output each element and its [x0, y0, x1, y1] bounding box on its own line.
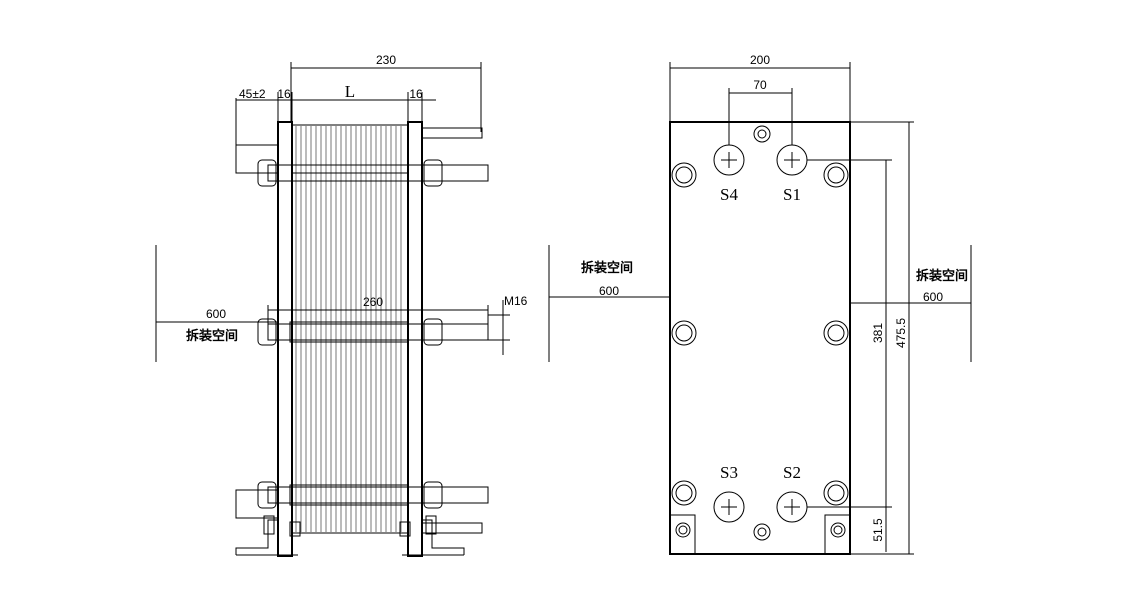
svg-text:S4: S4: [720, 185, 738, 204]
tie-bolt-bottom: [257, 481, 489, 509]
dim-m16: M16: [504, 294, 528, 308]
right-foot: [399, 515, 465, 556]
left-foot: [235, 515, 301, 556]
port-s4: S4: [713, 144, 745, 204]
dim-l: L: [345, 82, 355, 101]
bottom-guide-hole: [753, 523, 771, 541]
top-guide-bar: [421, 127, 483, 139]
bolt-holes: [671, 162, 849, 506]
side-clearance-label: 拆装空间: [186, 328, 238, 344]
frame-plate-outline: [669, 121, 851, 555]
front-right-clearance-value: 600: [923, 290, 943, 304]
plate-pack: [295, 126, 402, 532]
svg-text:S3: S3: [720, 463, 738, 482]
side-view: 230 45±2 16 L 16 260 M16 600 拆装空间: [155, 53, 528, 557]
front-view: S4 S1 S3 S2 200 70 381: [548, 53, 972, 555]
bottom-guide-bar: [421, 522, 483, 534]
dim-70: 70: [753, 78, 767, 92]
dim-45-tolerance: 45±2: [239, 87, 266, 101]
nozzle-bottom-left: [235, 489, 279, 519]
port-s3: S3: [713, 463, 745, 523]
dim-230: 230: [376, 53, 396, 67]
dim-260: 260: [363, 295, 383, 309]
dim-16-left: 16: [277, 87, 291, 101]
nozzle-top-left: [235, 144, 279, 174]
front-right-clearance-label: 拆装空间: [916, 268, 968, 284]
tie-bolt-middle: [257, 318, 489, 346]
pressure-plate: [407, 121, 423, 557]
port-s2: S2: [776, 463, 808, 523]
port-s1: S1: [776, 144, 808, 204]
svg-text:S2: S2: [783, 463, 801, 482]
dim-475-5: 475.5: [894, 318, 908, 348]
dim-51-5: 51.5: [871, 518, 885, 542]
side-clearance-value: 600: [206, 307, 226, 321]
dim-200: 200: [750, 53, 770, 67]
fixed-frame-plate: [277, 121, 293, 557]
front-left-clearance-value: 600: [599, 284, 619, 298]
front-left-clearance-label: 拆装空间: [581, 260, 633, 276]
dim-381: 381: [871, 323, 885, 343]
tie-bolt-top: [257, 159, 489, 187]
dim-16-right: 16: [409, 87, 423, 101]
top-guide-hole: [753, 125, 771, 143]
svg-text:S1: S1: [783, 185, 801, 204]
